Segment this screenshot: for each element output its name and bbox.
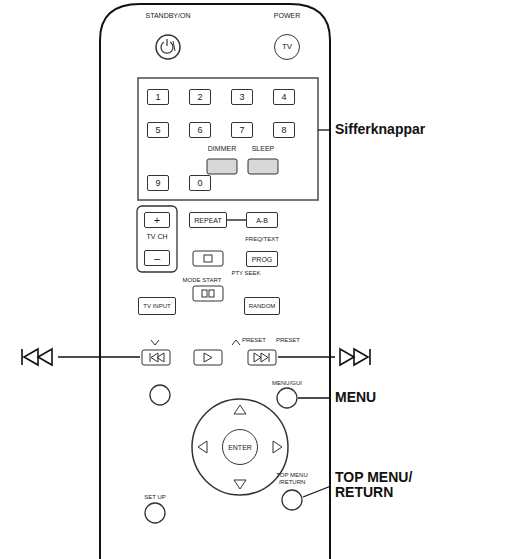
leader-line xyxy=(318,129,331,130)
button-label: POWER xyxy=(274,12,300,20)
next-button xyxy=(248,350,276,365)
button-label: DIMMER xyxy=(208,145,236,153)
button-label: SLEEP xyxy=(252,145,275,153)
topmenu-button xyxy=(282,490,302,510)
power-icon xyxy=(166,39,167,46)
digit-button: 7 xyxy=(231,122,253,138)
play-button xyxy=(194,350,222,365)
button-text: 6 xyxy=(197,126,202,135)
left-arrow xyxy=(198,441,207,453)
next-icon xyxy=(254,353,269,362)
mode-icon xyxy=(209,290,214,297)
button-text: REPEAT xyxy=(194,217,222,224)
leader-line xyxy=(298,397,331,398)
dimmer-button xyxy=(207,159,237,174)
tvch-frame xyxy=(137,206,177,272)
button-label: TOP MENU /RETURN xyxy=(275,472,309,485)
prev-icon xyxy=(150,353,164,362)
stop-icon xyxy=(204,255,212,262)
channel-up-button: + xyxy=(144,212,170,228)
button-text: 7 xyxy=(239,126,244,135)
callout-label: MENU xyxy=(335,390,376,405)
right-arrow xyxy=(273,441,282,453)
round-button xyxy=(150,385,170,405)
next-symbol xyxy=(340,349,370,365)
button-text: 9 xyxy=(155,179,160,188)
button-text: 5 xyxy=(155,126,160,135)
down-chevron xyxy=(151,340,159,345)
button-label: PTY SEEK xyxy=(231,270,260,277)
button-text: 3 xyxy=(239,93,244,102)
button-text: TV xyxy=(282,43,292,51)
menu-button xyxy=(277,388,297,408)
digit-panel xyxy=(138,78,318,200)
connector-line xyxy=(227,219,246,221)
nav-ring xyxy=(192,399,288,495)
standby-button xyxy=(156,35,180,59)
callout-label: Sifferknappar xyxy=(335,122,425,137)
digit-button: 2 xyxy=(189,89,211,105)
channel-down-button: – xyxy=(144,250,170,266)
prev-symbol xyxy=(22,349,52,365)
play-icon xyxy=(204,353,212,362)
button-text: + xyxy=(154,215,160,226)
button-text: A-B xyxy=(256,217,268,224)
repeat-button: REPEAT xyxy=(189,212,227,228)
digit-button: 5 xyxy=(147,122,169,138)
leader-line xyxy=(303,486,331,497)
button-label: STANDBY/ON xyxy=(146,12,191,20)
button-label: PRESET xyxy=(276,337,300,344)
button-label: MENU/GUI xyxy=(272,380,302,387)
digit-button: 0 xyxy=(189,175,211,191)
button-label: TV CH xyxy=(147,233,168,241)
button-text: 4 xyxy=(281,93,286,102)
digit-button: 6 xyxy=(189,122,211,138)
setup-button xyxy=(145,503,165,523)
button-text: – xyxy=(154,253,160,264)
enter-button: ENTER xyxy=(222,429,258,465)
button-text: TV INPUT xyxy=(143,303,170,309)
mode-icon xyxy=(202,290,207,297)
button-label: PRESET xyxy=(242,337,266,344)
prog-button: PROG xyxy=(246,251,278,267)
callout-label: TOP MENU/ RETURN xyxy=(335,470,423,501)
button-text: RANDOM xyxy=(249,303,276,309)
up-chevron xyxy=(232,340,240,345)
down-arrow xyxy=(234,480,246,489)
button-text: 2 xyxy=(197,93,202,102)
button-label: SET UP xyxy=(144,494,166,501)
digit-button: 4 xyxy=(273,89,295,105)
button-text: 1 xyxy=(155,93,160,102)
stop-button xyxy=(193,251,223,266)
power-icon xyxy=(173,41,175,51)
button-text: 8 xyxy=(281,126,286,135)
digit-button: 3 xyxy=(231,89,253,105)
ab-button: A-B xyxy=(246,212,278,228)
up-arrow xyxy=(234,405,246,414)
leader-line xyxy=(278,356,335,357)
digit-button: 8 xyxy=(273,122,295,138)
remote-body xyxy=(100,4,330,559)
button-text: PROG xyxy=(252,256,273,263)
tv-input-button: TV INPUT xyxy=(138,297,176,315)
digit-button: 1 xyxy=(147,89,169,105)
leader-line xyxy=(58,356,140,357)
mode-button xyxy=(193,286,223,301)
button-label: FREQ/TEXT xyxy=(245,236,279,243)
prev-button xyxy=(142,350,170,365)
button-text: 0 xyxy=(197,179,202,188)
sleep-button xyxy=(248,159,278,174)
digit-button: 9 xyxy=(147,175,169,191)
tv-power-button: TV xyxy=(274,34,300,60)
button-label: MODE START xyxy=(183,277,222,284)
random-button: RANDOM xyxy=(244,297,280,315)
button-text: ENTER xyxy=(228,444,252,451)
